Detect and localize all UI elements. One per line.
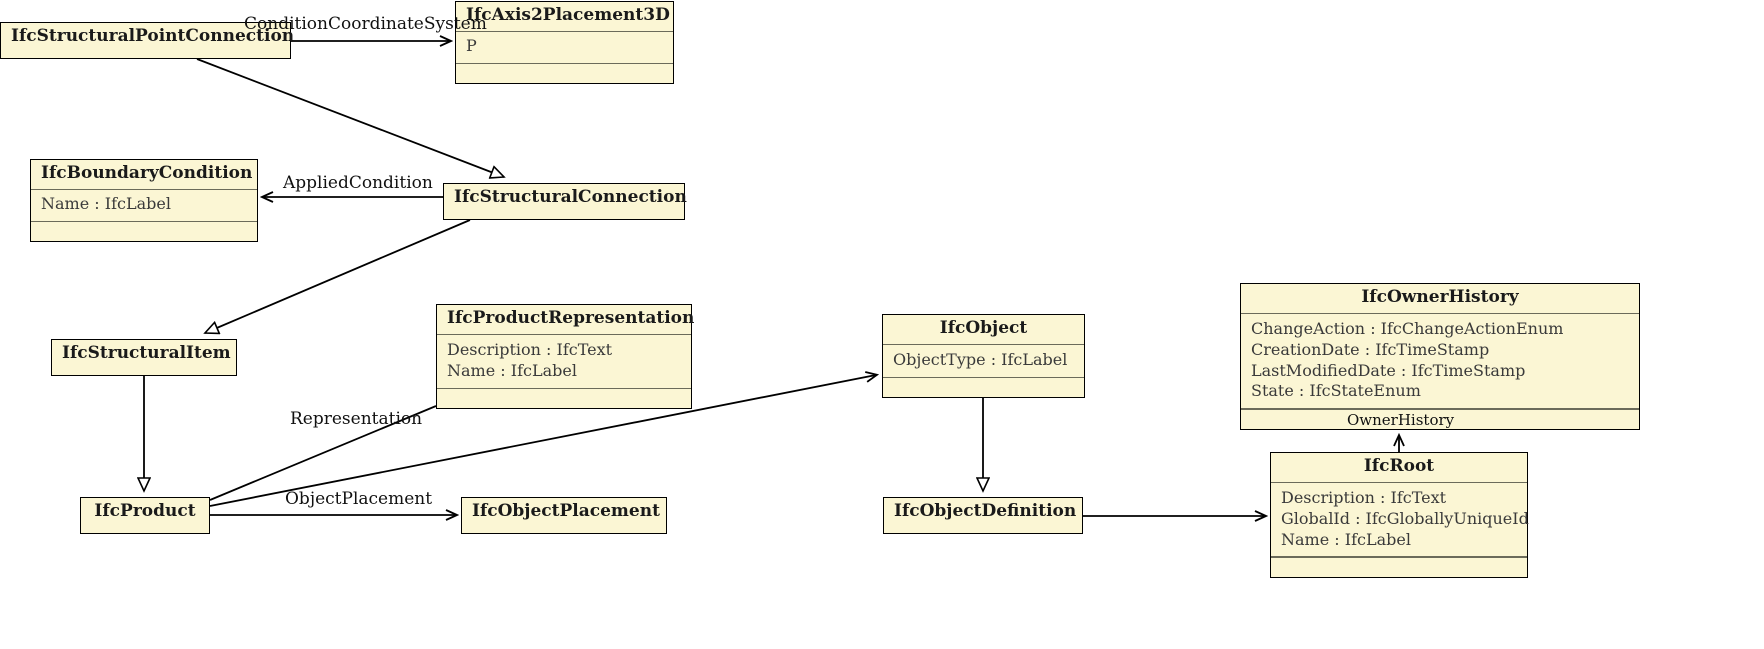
class-attributes: Name : IfcLabel bbox=[31, 189, 257, 221]
attribute: Description : IfcText bbox=[447, 339, 613, 359]
class-box-ifcstructuralconnection[interactable]: IfcStructuralConnection bbox=[443, 183, 687, 220]
edge-label-object-placement: ObjectPlacement bbox=[285, 489, 433, 509]
attribute: CreationDate : IfcTimeStamp bbox=[1251, 339, 1490, 359]
class-name: IfcObject bbox=[939, 318, 1028, 338]
class-name: IfcBoundaryCondition bbox=[41, 163, 253, 183]
class-box-ifcboundarycondition[interactable]: IfcBoundaryCondition Name : IfcLabel bbox=[30, 159, 258, 242]
class-attributes: Description : IfcText GlobalId : IfcGlob… bbox=[1271, 483, 1529, 556]
attribute: Name : IfcLabel bbox=[1281, 529, 1411, 549]
attribute: Name : IfcLabel bbox=[41, 194, 171, 214]
class-box-ifcroot[interactable]: IfcRoot Description : IfcText GlobalId :… bbox=[1270, 452, 1529, 578]
class-operations bbox=[31, 222, 257, 241]
class-name: IfcObjectPlacement bbox=[472, 501, 660, 521]
compartment-separator bbox=[31, 188, 257, 190]
class-box-ifcobject[interactable]: IfcObject ObjectType : IfcLabel bbox=[882, 314, 1085, 398]
class-operations bbox=[883, 378, 1084, 397]
class-box-ifcstructuralpointconnection[interactable]: IfcStructuralPointConnection bbox=[0, 22, 295, 59]
compartment-separator bbox=[437, 333, 691, 335]
class-box-ifcproductrepresentation[interactable]: IfcProductRepresentation Description : I… bbox=[436, 304, 695, 409]
class-name: IfcRoot bbox=[1363, 456, 1435, 476]
attribute: LastModifiedDate : IfcTimeStamp bbox=[1251, 360, 1526, 380]
class-name: IfcProduct bbox=[94, 501, 196, 521]
edge-label-condition-coordinate-system: ConditionCoordinateSystem bbox=[244, 14, 487, 34]
class-name: IfcAxis2Placement3D bbox=[466, 5, 670, 25]
class-box-ifcstructuralitem[interactable]: IfcStructuralItem bbox=[51, 339, 237, 376]
compartment-separator bbox=[1271, 556, 1527, 558]
class-operations bbox=[1271, 558, 1527, 577]
attribute: ChangeAction : IfcChangeActionEnum bbox=[1251, 318, 1564, 338]
class-box-ifcproduct[interactable]: IfcProduct bbox=[80, 497, 210, 534]
class-name: IfcOwnerHistory bbox=[1361, 287, 1519, 307]
class-box-ifcobjectdefinition[interactable]: IfcObjectDefinition bbox=[883, 497, 1083, 534]
compartment-separator bbox=[31, 221, 257, 222]
compartment-separator bbox=[883, 376, 1084, 378]
attribute: State : IfcStateEnum bbox=[1251, 381, 1421, 401]
class-name: IfcProductRepresentation bbox=[447, 308, 695, 328]
class-name: IfcStructuralConnection bbox=[454, 187, 687, 207]
attribute: GlobalId : IfcGloballyUniqueId bbox=[1281, 508, 1529, 528]
class-attributes: ChangeAction : IfcChangeActionEnum Creat… bbox=[1241, 314, 1639, 408]
class-name: IfcStructuralPointConnection bbox=[11, 26, 295, 46]
compartment-separator bbox=[437, 387, 691, 389]
class-box-ifcobjectplacement[interactable]: IfcObjectPlacement bbox=[461, 497, 667, 534]
class-operations bbox=[437, 389, 691, 408]
compartment-separator bbox=[1241, 408, 1639, 410]
edge-label-representation: Representation bbox=[290, 409, 423, 429]
edge-label-applied-condition: AppliedCondition bbox=[283, 173, 433, 193]
compartment-separator bbox=[456, 30, 673, 32]
class-box-ifcownerhistory[interactable]: IfcOwnerHistory ChangeAction : IfcChange… bbox=[1240, 283, 1640, 430]
class-operations bbox=[456, 64, 673, 83]
compartment-separator bbox=[1271, 481, 1527, 483]
attribute: P bbox=[466, 36, 477, 56]
compartment-separator bbox=[456, 63, 673, 64]
class-attributes: P bbox=[456, 31, 673, 63]
edge-label-owner-history: OwnerHistory bbox=[1347, 411, 1455, 429]
attribute: ObjectType : IfcLabel bbox=[893, 349, 1068, 369]
attribute: Name : IfcLabel bbox=[447, 360, 577, 380]
compartment-separator bbox=[1241, 312, 1639, 314]
class-name: IfcObjectDefinition bbox=[894, 501, 1077, 521]
attribute: Description : IfcText bbox=[1281, 487, 1447, 507]
class-name: IfcStructuralItem bbox=[62, 343, 231, 363]
compartment-separator bbox=[883, 343, 1084, 345]
class-attributes: Description : IfcText Name : IfcLabel bbox=[437, 335, 691, 388]
class-box-ifcaxis2placement3d[interactable]: IfcAxis2Placement3D P bbox=[455, 1, 674, 84]
class-attributes: ObjectType : IfcLabel bbox=[883, 345, 1084, 377]
